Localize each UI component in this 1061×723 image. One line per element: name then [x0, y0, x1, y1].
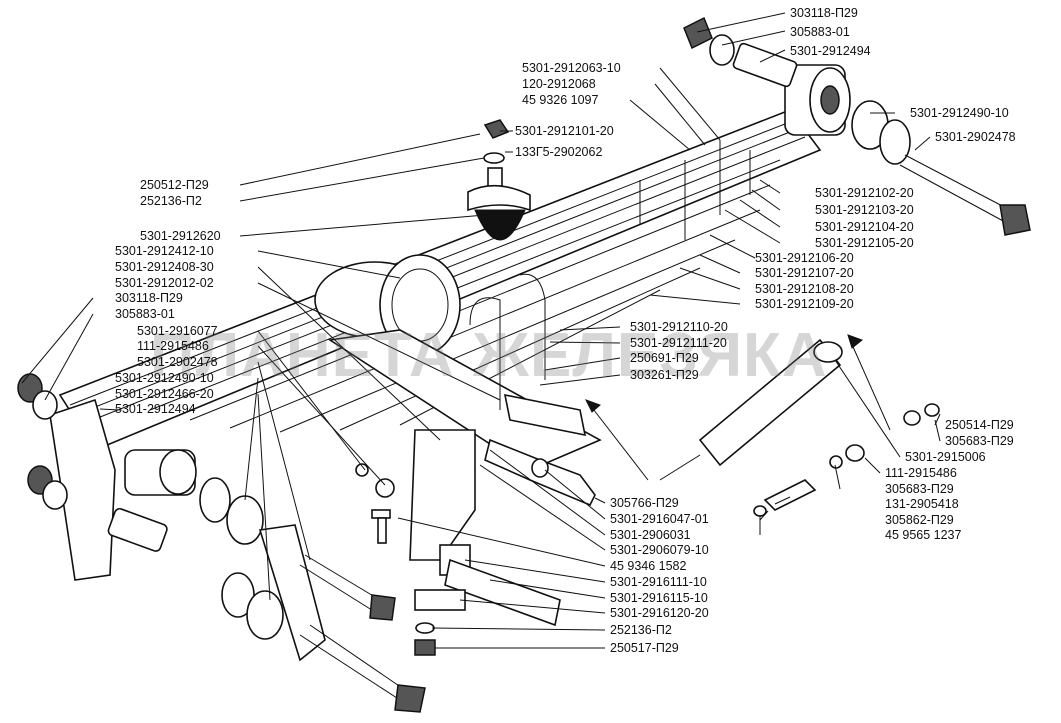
part-label: 305862-П29	[885, 513, 954, 527]
part-label: 5301-2912107-20	[755, 266, 854, 280]
part-label: 5301-2916077	[137, 324, 218, 338]
part-label: 5301-2912109-20	[755, 297, 854, 311]
part-label: 5301-2912012-02	[115, 276, 214, 290]
part-label: 305883-01	[115, 307, 175, 321]
part-label: 5301-2915006	[905, 450, 986, 464]
rear-shackle	[17, 373, 426, 713]
part-label: 5301-2912110-20	[630, 320, 728, 334]
part-label: 250691-П29	[630, 351, 699, 365]
part-label: 303118-П29	[115, 291, 183, 305]
part-label: 5301-2916115-10	[610, 591, 708, 605]
part-label: 5301-2912408-30	[115, 260, 214, 274]
part-label: 305883-01	[790, 25, 850, 39]
part-label: 5301-2912105-20	[815, 236, 914, 250]
part-label: 5301-2912106-20	[755, 251, 854, 265]
part-label: 5301-2916111-10	[610, 575, 707, 589]
part-label: 5301-2912490-10	[115, 371, 214, 385]
part-label: 252136-П2	[140, 194, 202, 208]
part-label: 111-2915486	[885, 466, 957, 480]
part-label: 45 9326 1097	[522, 93, 599, 107]
part-label: 120-2912068	[522, 77, 596, 91]
part-label: 5301-2912108-20	[755, 282, 854, 296]
part-label: 133Г5-2902062	[515, 145, 603, 159]
part-label: 45 9565 1237	[885, 528, 962, 542]
part-label: 303118-П29	[790, 6, 858, 20]
axle-drum	[314, 254, 602, 471]
shock-absorber	[659, 338, 940, 517]
part-label: 250517-П29	[610, 641, 679, 655]
part-label: 5301-2912620	[140, 229, 221, 243]
part-label: 305766-П29	[610, 496, 679, 510]
part-label: 5301-2912063-10	[522, 61, 621, 75]
part-label: 5301-2912111-20	[630, 336, 727, 350]
part-label: 131-2905418	[885, 497, 959, 511]
part-label: 5301-2906079-10	[610, 543, 709, 557]
part-label: 305683-П29	[945, 434, 1014, 448]
part-label: 45 9346 1582	[610, 559, 687, 573]
part-label: 5301-2902478	[137, 355, 218, 369]
part-label: 5301-2912490-10	[910, 106, 1009, 120]
part-label: 5301-2912104-20	[815, 220, 914, 234]
part-label: 5301-2912103-20	[815, 203, 914, 217]
part-label: 5301-2912466-20	[115, 387, 214, 401]
part-label: 5301-2916120-20	[610, 606, 709, 620]
part-label: 5301-2902478	[935, 130, 1016, 144]
part-label: 252136-П2	[610, 623, 672, 637]
part-label: 5301-2912101-20	[515, 124, 614, 138]
bump-stop	[467, 119, 531, 241]
part-label: 303261-П29	[630, 368, 699, 382]
leader-lines	[21, 12, 941, 649]
part-label: 5301-2906031	[610, 528, 691, 542]
part-label: 250512-П29	[140, 178, 209, 192]
u-bolts	[469, 140, 751, 410]
part-label: 111-2915486	[137, 339, 209, 353]
part-label: 305683-П29	[885, 482, 954, 496]
part-label: 5301-2912102-20	[815, 186, 914, 200]
part-label: 5301-2912412-10	[115, 244, 214, 258]
part-label: 5301-2912494	[790, 44, 871, 58]
part-label: 5301-2912494	[115, 402, 196, 416]
spring-front-eye	[784, 64, 851, 136]
watermark: ПЛАНЕТА ЖЕЛЕЗЯКА	[150, 321, 828, 390]
part-label: 5301-2916047-01	[610, 512, 709, 526]
part-label: 250514-П29	[945, 418, 1014, 432]
assembly-arrows	[584, 334, 891, 481]
